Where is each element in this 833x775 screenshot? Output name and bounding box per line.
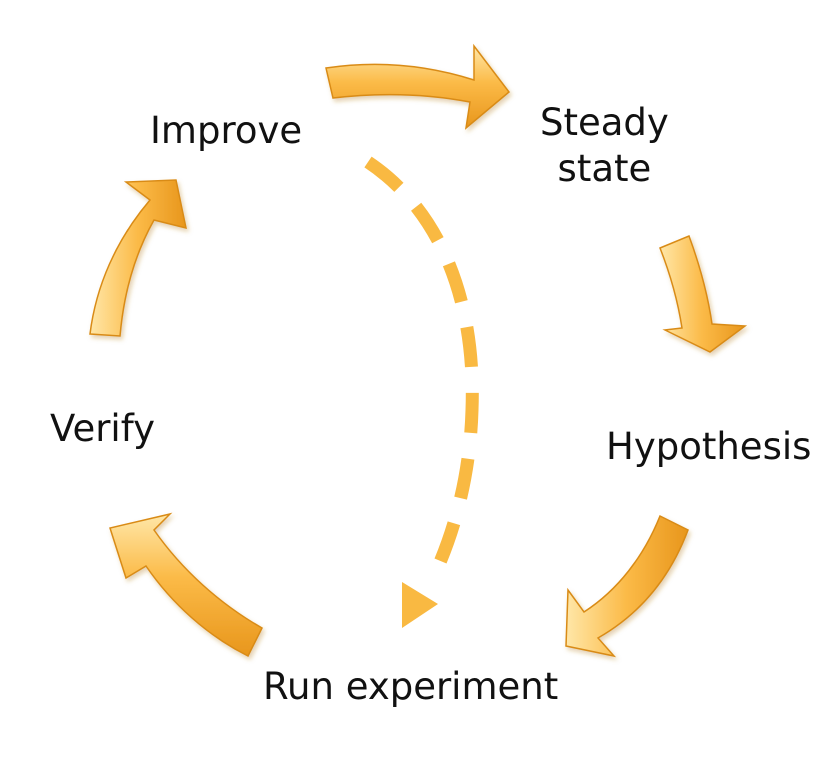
arrow-hypothesis-to-run <box>565 514 689 658</box>
dashed-arrowhead <box>402 582 438 628</box>
arrow-verify-to-improve <box>89 179 187 337</box>
stage-label-steady-state: Steady state <box>540 101 669 190</box>
arrow-steady-to-hypothesis <box>659 235 748 353</box>
stage-label-verify: Verify <box>50 407 155 450</box>
stage-label-improve: Improve <box>150 109 303 152</box>
stage-label-hypothesis: Hypothesis <box>606 425 812 468</box>
arrow-improve-to-steady <box>325 43 511 130</box>
stage-label-run-experiment: Run experiment <box>263 665 559 708</box>
dashed-arrow-improve-to-run <box>364 156 479 587</box>
arrow-run-to-verify <box>109 512 263 658</box>
